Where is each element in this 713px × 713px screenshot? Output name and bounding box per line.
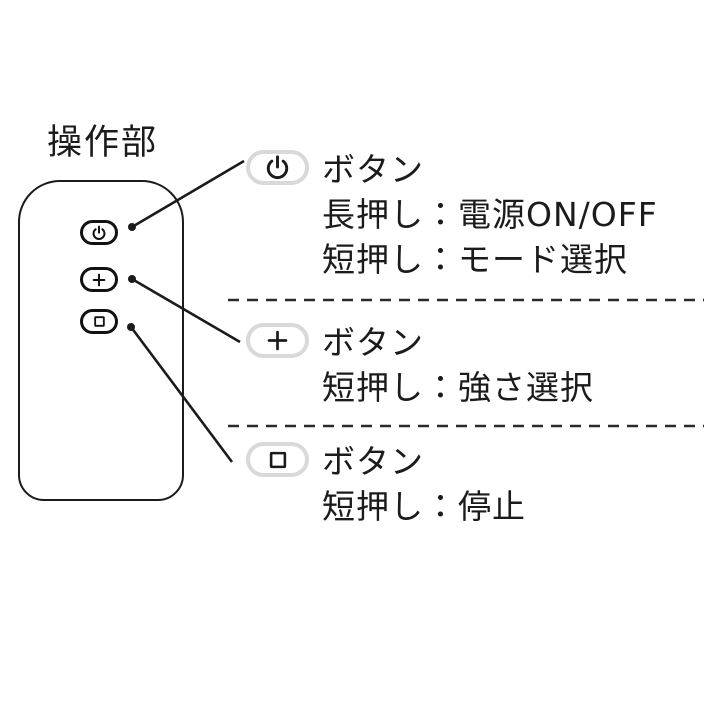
square-icon <box>269 451 286 468</box>
legend-line: 短押し：モード選択 <box>322 240 628 279</box>
legend-line: 短押し：強さ選択 <box>322 368 594 407</box>
remote-stop-button <box>80 309 118 334</box>
plus-icon <box>267 330 288 351</box>
power-icon <box>92 225 106 240</box>
stop-button-badge <box>246 442 309 477</box>
legend-line: 長押し：電源ON/OFF <box>322 195 658 234</box>
power-button-badge <box>246 150 309 185</box>
remote-power-button <box>80 220 118 245</box>
plus-button-badge <box>246 323 309 358</box>
legend-line: 短押し：停止 <box>322 487 526 526</box>
plus-icon <box>92 273 106 286</box>
page-title: 操作部 <box>47 123 159 163</box>
square-icon <box>93 316 105 327</box>
legend-label: ボタン <box>322 323 424 362</box>
legend-label: ボタン <box>322 150 424 189</box>
power-icon <box>266 155 289 180</box>
legend-label: ボタン <box>322 442 424 481</box>
remote-plus-button <box>80 267 118 292</box>
